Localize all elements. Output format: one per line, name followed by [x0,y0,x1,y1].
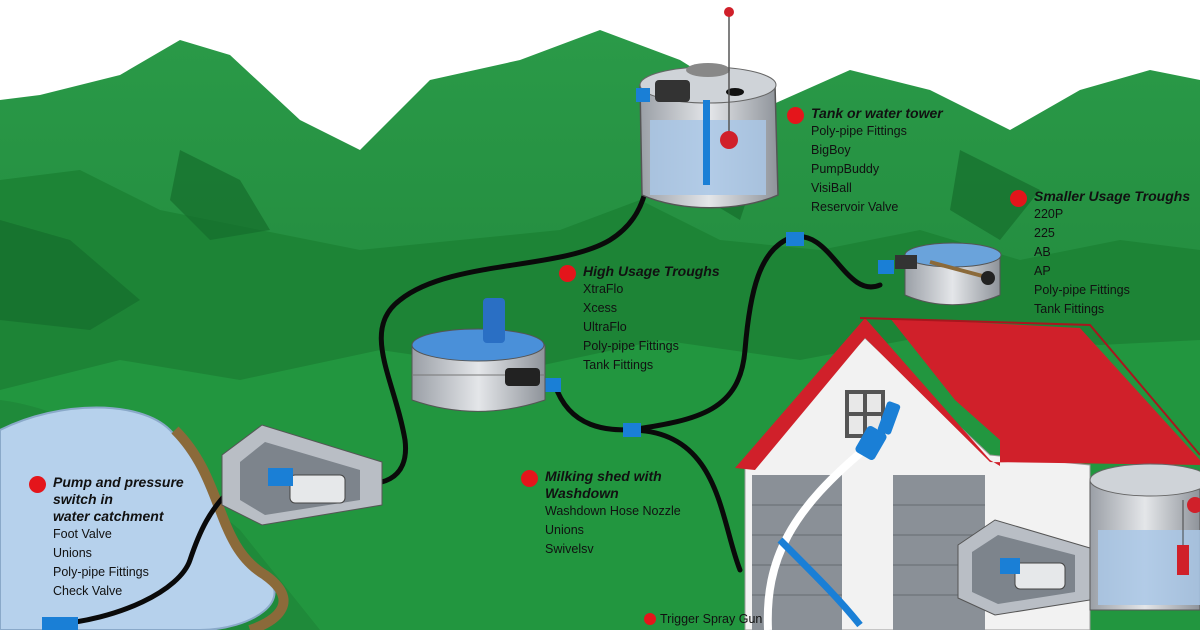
callout-smaller-troughs: Smaller Usage Troughs 220P 225 AB AP Pol… [1010,188,1191,319]
right-tank [1089,463,1200,611]
list-item: 220P [1034,207,1064,221]
list-item: Poly-pipe Fittings [583,339,679,353]
list-item: AP [1034,264,1051,278]
list-item: Xcess [583,301,618,315]
callout-pump-list: Foot Valve Unions Poly-pipe Fittings Che… [53,525,184,601]
callout-tank-list: Poly-pipe Fittings BigBoy PumpBuddy Visi… [811,122,943,217]
list-item: Poly-pipe Fittings [53,565,149,579]
list-item: Check Valve [53,584,123,598]
callout-high-troughs: High Usage Troughs XtraFlo Xcess UltraFl… [559,263,720,375]
callout-dot [521,470,538,487]
list-item: Swivelsv [545,542,594,556]
shore-path [171,426,289,630]
list-item: Unions [545,523,584,537]
list-item: UltraFlo [583,320,627,334]
callout-pump-title: Pump and pressure switch in water catchm… [53,474,184,524]
list-item: Tank Fittings [583,358,654,372]
list-item: VisiBall [811,181,852,195]
main-tank [636,7,779,209]
list-item: AB [1034,245,1051,259]
list-item: XtraFlo [583,282,624,296]
callout-dot [1010,190,1027,207]
callout-milking-title: Milking shed with Washdown [545,468,662,501]
list-item: Reservoir Valve [811,200,899,214]
high-usage-trough [411,298,546,412]
callout-pump: Pump and pressure switch in water catchm… [29,474,184,601]
callout-smaller-list: 220P 225 AB AP Poly-pipe Fittings Tank F… [1034,205,1190,319]
callout-trigger-title: Trigger Spray Gun [660,612,763,626]
callout-trigger-spray-gun: Trigger Spray Gun [644,610,763,629]
callout-milking-list: Washdown Hose Nozzle Unions Swivelsv [545,502,681,559]
callout-high-title: High Usage Troughs [583,263,720,279]
callout-tank-title: Tank or water tower [811,105,943,121]
mountain-shade [0,120,1040,330]
pump-house-right [957,519,1091,616]
callout-dot [787,107,804,124]
list-item: Poly-pipe Fittings [1034,283,1130,297]
smaller-usage-trough [895,242,1002,306]
callout-dot [559,265,576,282]
list-item: Unions [53,546,92,560]
callout-milking-shed: Milking shed with Washdown Washdown Hose… [521,468,681,559]
callout-dot [29,476,46,493]
pipe-network [47,127,883,628]
pump-house-left [221,424,383,526]
list-item: BigBoy [811,143,851,157]
callout-high-list: XtraFlo Xcess UltraFlo Poly-pipe Fitting… [583,280,720,375]
callout-smaller-title: Smaller Usage Troughs [1034,188,1191,204]
list-item: PumpBuddy [811,162,880,176]
callout-tank: Tank or water tower Poly-pipe Fittings B… [787,105,943,217]
list-item: Foot Valve [53,527,112,541]
list-item: Poly-pipe Fittings [811,124,907,138]
list-item: 225 [1034,226,1055,240]
list-item: Washdown Hose Nozzle [545,504,681,518]
list-item: Tank Fittings [1034,302,1105,316]
callout-dot [644,613,656,625]
